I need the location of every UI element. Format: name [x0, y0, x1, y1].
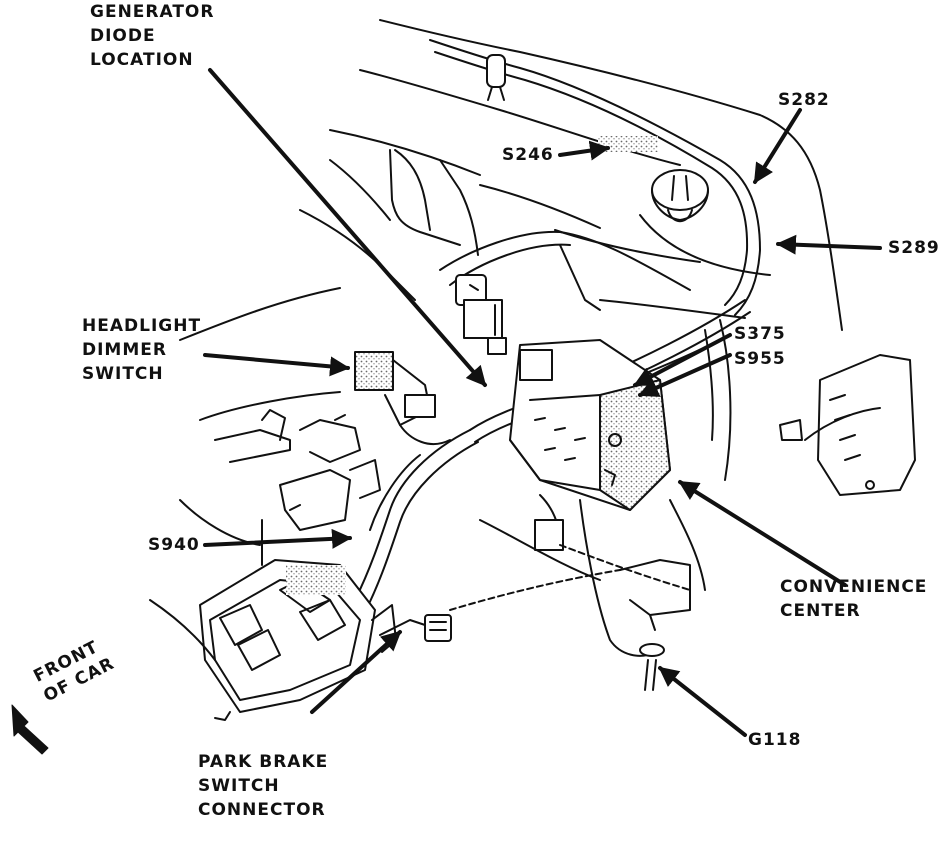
front-of-car-arrow: [11, 704, 49, 755]
label-headlight-dimmer-switch: HEADLIGHT DIMMER SWITCH: [82, 316, 202, 384]
right-side-panel: [779, 354, 916, 496]
reservoir-cap: [639, 169, 771, 276]
fuse-block: [199, 519, 376, 721]
label-s282: S282: [778, 90, 830, 110]
label-generator-diode-location: GENERATOR DIODE LOCATION: [90, 2, 215, 70]
convenience-center-box: [509, 339, 671, 551]
floor-lines: [149, 519, 691, 661]
arrow-park-brake: [310, 630, 402, 714]
label-convenience-center: CONVENIENCE CENTER: [780, 577, 928, 621]
arrow-s282: [753, 108, 802, 184]
dash-panel: [299, 19, 843, 331]
arrow-convenience-center: [678, 480, 847, 587]
upper-wiring-conduit: [429, 39, 761, 316]
park-brake-connector-part: [371, 604, 452, 653]
label-s375: S375: [734, 324, 786, 344]
arrow-generator-diode: [208, 68, 487, 387]
left-lower-panel: [179, 287, 381, 546]
arrow-s955: [638, 353, 732, 397]
arrow-headlight-dimmer: [203, 353, 350, 377]
label-s940: S940: [148, 535, 200, 555]
label-s246: S246: [502, 145, 554, 165]
generator-diode-connector: [455, 274, 507, 355]
ground-bracket: [579, 319, 732, 691]
headlight-dimmer-switch-part: [354, 351, 451, 445]
arrow-s940: [203, 528, 352, 549]
label-s955: S955: [734, 349, 786, 369]
callout-arrows: [203, 68, 882, 737]
arrow-s246: [558, 140, 610, 161]
label-park-brake-switch-connector: PARK BRAKE SWITCH CONNECTOR: [198, 752, 329, 820]
label-g118: G118: [748, 730, 802, 750]
arrow-g118: [658, 666, 747, 737]
arrow-s289: [776, 234, 882, 255]
label-s289: S289: [888, 238, 940, 258]
arrow-s375: [633, 333, 732, 387]
